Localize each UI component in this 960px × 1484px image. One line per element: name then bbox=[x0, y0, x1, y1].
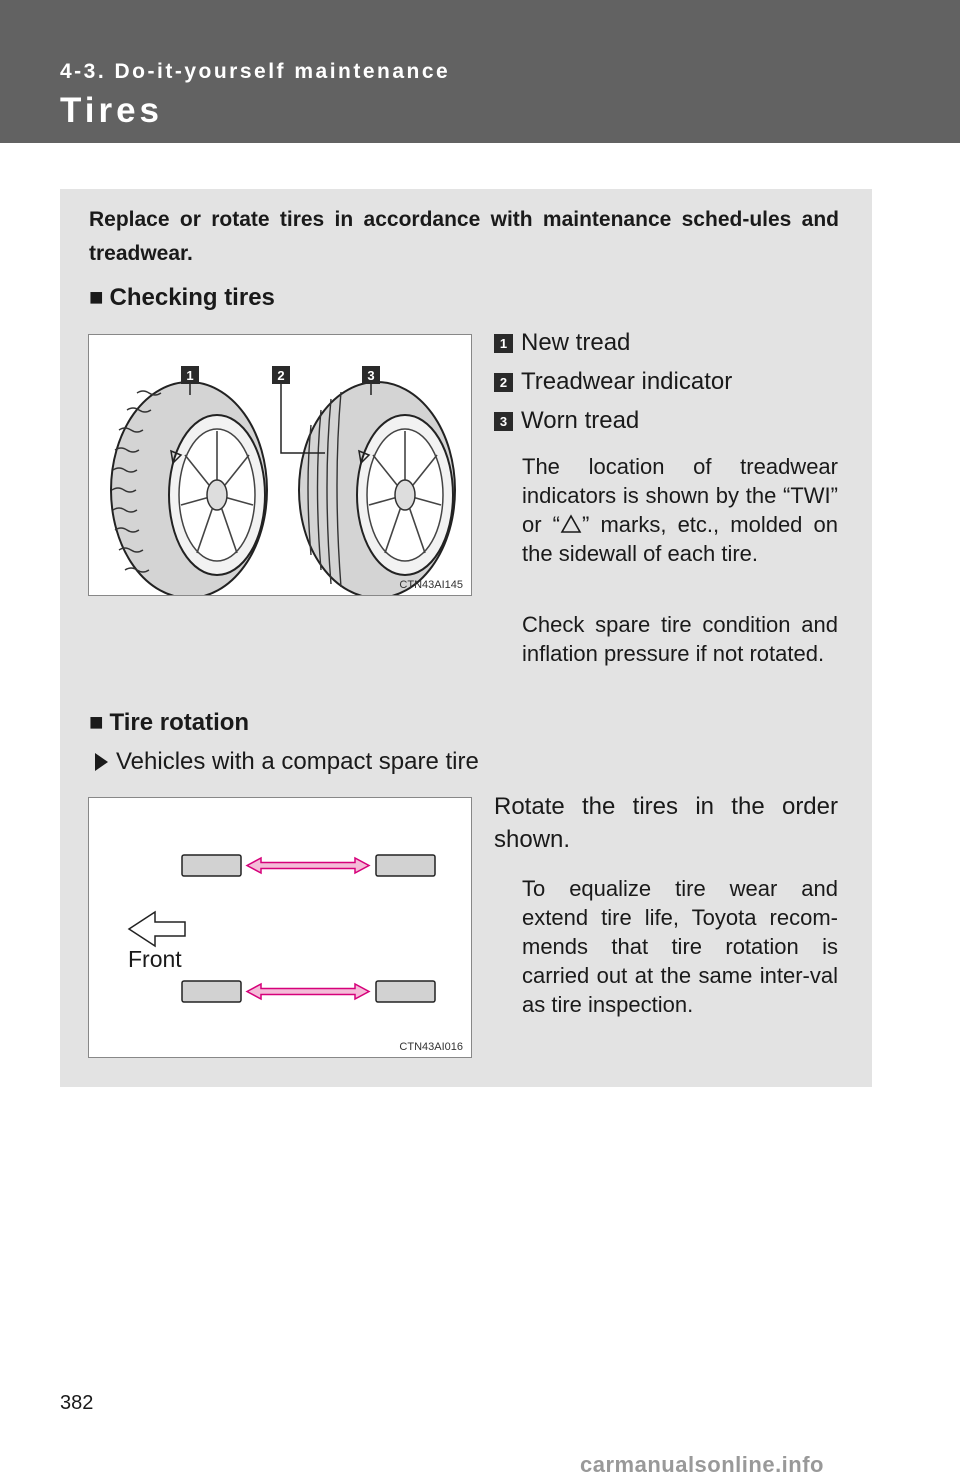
treadwear-note: The location of treadwear indicators is … bbox=[522, 452, 838, 568]
rotation-arrow-bottom bbox=[245, 982, 371, 1001]
tire-tread-figure: 1 2 3 CTN43AI145 bbox=[88, 334, 472, 596]
callout-badge-2: 2 bbox=[272, 366, 290, 384]
triangle-mark-icon bbox=[358, 449, 371, 465]
triangle-bullet-icon bbox=[95, 753, 108, 771]
worn-tread-tire bbox=[298, 381, 456, 595]
tire-tread-illustration: 1 2 3 bbox=[110, 366, 456, 595]
rotation-note: To equalize tire wear and extend tire li… bbox=[522, 876, 838, 1017]
figure-code: CTN43AI145 bbox=[399, 579, 463, 591]
callout-badge-3: 3 bbox=[362, 366, 380, 384]
svg-text:1: 1 bbox=[186, 368, 193, 383]
note-text-after: ” marks, etc., molded on the sidewall of… bbox=[522, 512, 839, 566]
spare-tire-note: Check spare tire condition and inflation… bbox=[522, 612, 838, 666]
triangle-outline-icon bbox=[560, 514, 582, 533]
figure-code: CTN43AI016 bbox=[399, 1041, 463, 1053]
callout-badge-1: 1 bbox=[181, 366, 199, 384]
triangle-mark-icon bbox=[170, 449, 183, 465]
square-bullet-icon: ■ bbox=[89, 284, 104, 311]
checking-tires-heading: ■Checking tires bbox=[89, 284, 275, 312]
section-label: 4-3. Do-it-yourself maintenance bbox=[60, 60, 451, 83]
svg-text:2: 2 bbox=[277, 368, 284, 383]
tire-rotation-figure: Front CTN43AI016 bbox=[88, 797, 472, 1058]
tire-front-right bbox=[181, 980, 242, 1003]
legend-treadwear-indicator: 2 Treadwear indicator bbox=[494, 368, 732, 396]
number-badge: 1 bbox=[494, 334, 513, 353]
page-number: 382 bbox=[60, 1392, 94, 1414]
square-bullet-icon: ■ bbox=[89, 709, 104, 736]
legend-new-tread: 1 New tread bbox=[494, 329, 630, 357]
rotation-instruction: Rotate the tires in the order shown. bbox=[494, 793, 838, 853]
heading-label: Checking tires bbox=[109, 284, 275, 311]
tire-rotation-heading: ■Tire rotation bbox=[89, 709, 249, 737]
legend-label: Treadwear indicator bbox=[521, 368, 733, 395]
svg-text:3: 3 bbox=[367, 368, 374, 383]
note-text-before: The location of treadwear indicators is … bbox=[522, 454, 838, 537]
legend-label: Worn tread bbox=[521, 407, 640, 434]
front-direction-arrow bbox=[127, 910, 186, 948]
page-header: 4-3. Do-it-yourself maintenance Tires bbox=[0, 0, 960, 143]
legend-label: New tread bbox=[521, 329, 631, 356]
number-badge: 2 bbox=[494, 373, 513, 392]
tire-rotation-diagram: Front bbox=[127, 854, 436, 1003]
sub-item-label: Vehicles with a compact spare tire bbox=[116, 748, 479, 775]
heading-label: Tire rotation bbox=[109, 709, 250, 736]
watermark: carmanualsonline.info bbox=[580, 1452, 824, 1477]
tire-rear-right bbox=[375, 980, 436, 1003]
tire-rear-left bbox=[375, 854, 436, 877]
new-tread-tire bbox=[110, 381, 268, 595]
number-badge: 3 bbox=[494, 412, 513, 431]
legend-worn-tread: 3 Worn tread bbox=[494, 407, 639, 435]
front-label: Front bbox=[128, 946, 182, 972]
rotation-arrow-top bbox=[245, 856, 371, 875]
intro-text: Replace or rotate tires in accordance wi… bbox=[89, 208, 839, 265]
callout-leader-lines bbox=[189, 384, 372, 454]
tire-front-left bbox=[181, 854, 242, 877]
page-title: Tires bbox=[60, 91, 164, 130]
compact-spare-sub-item: Vehicles with a compact spare tire bbox=[95, 748, 479, 776]
